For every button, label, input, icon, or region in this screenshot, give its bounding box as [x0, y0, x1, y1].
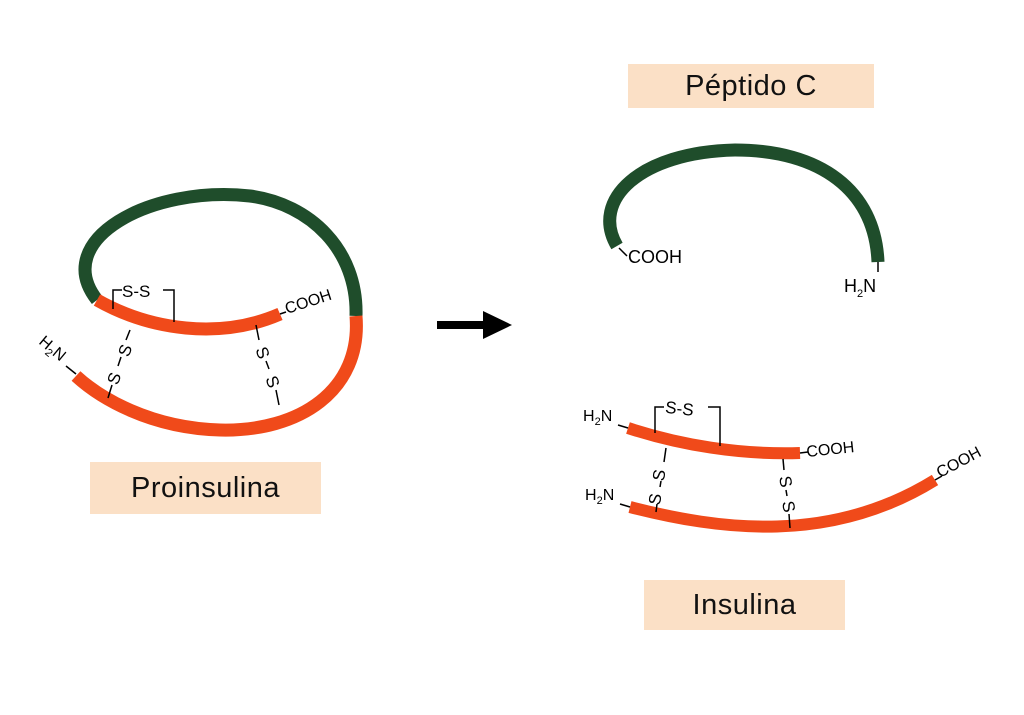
- c-peptide-chain: [603, 143, 885, 263]
- insulin-b-cooh-label: COOH: [934, 444, 984, 482]
- proinsulin-right-bond-bottom: [275, 389, 280, 406]
- proinsulin-intrachain-bracket: [112, 289, 175, 322]
- insulin-b-chain: [628, 474, 939, 533]
- svg-text:H2N: H2N: [34, 333, 69, 367]
- insulina-label: Insulina: [644, 580, 845, 630]
- insulin-b-cooh-bond: [934, 475, 943, 481]
- proinsulina-label: Proinsulina: [90, 462, 321, 514]
- proinsulin-right-s-top: S: [252, 344, 274, 361]
- proinsulin-molecule: S-S S S S S COOH H2N: [34, 188, 363, 437]
- conversion-arrow: [437, 311, 512, 339]
- c-peptide-cooh-label: COOH: [628, 247, 682, 267]
- proinsulin-left-bond-bottom: [107, 384, 113, 399]
- insulin-a-h2n-label: H2N: [583, 408, 612, 428]
- proinsulin-right-bond-mid: [265, 360, 270, 370]
- proinsulin-b-chain: [71, 315, 363, 437]
- proinsulin-left-s-top: S: [114, 342, 136, 359]
- proinsulin-intrachain-ss: S-S: [122, 282, 150, 301]
- insulin-intrachain-bracket: [654, 406, 721, 446]
- insulin-b-h2n-bond: [619, 503, 631, 508]
- proinsulin-a-chain: [93, 294, 283, 336]
- insulin-left-s-top: S: [649, 468, 670, 482]
- insulin-right-s-bottom: S: [778, 499, 799, 513]
- proinsulin-left-s-bottom: S: [103, 370, 125, 387]
- insulin-right-bond-top: [782, 458, 785, 471]
- insulin-a-h2n-bond: [617, 424, 629, 429]
- proinsulin-right-s-bottom: S: [262, 373, 284, 390]
- insulin-left-bond-bottom: [655, 503, 658, 513]
- proinsulin-c-peptide-chain: [78, 188, 363, 317]
- insulin-left-s-bottom: S: [645, 492, 666, 506]
- insulin-right-s-top: S: [775, 474, 796, 488]
- proinsulin-h2n-label: H2N: [34, 333, 69, 367]
- proinsulin-left-bond-top: [125, 329, 131, 341]
- c-peptide-molecule: COOH H2N: [603, 143, 885, 300]
- insulin-a-chain: [626, 422, 801, 460]
- insulin-b-h2n-label: H2N: [585, 487, 614, 507]
- insulin-left-bond-top: [663, 447, 667, 463]
- proinsulin-cooh-bond: [279, 311, 287, 315]
- proinsulin-h2n-bond: [65, 365, 77, 375]
- proinsulin-right-bond-top: [255, 324, 260, 341]
- insulin-a-cooh-label: COOH: [806, 439, 856, 461]
- c-peptide-cooh-bond: [618, 247, 628, 257]
- insulin-right-bond-bottom: [788, 513, 791, 529]
- c-peptide-h2n-label: H2N: [844, 276, 876, 300]
- proinsulin-left-bond-mid: [117, 356, 122, 367]
- proinsulin-cooh-label: COOH: [283, 287, 334, 318]
- peptido-c-label: Péptido C: [628, 64, 874, 108]
- insulin-a-cooh-bond: [799, 451, 809, 454]
- insulin-right-bond-mid: [785, 489, 788, 497]
- insulin-left-bond-mid: [659, 480, 662, 488]
- insulin-molecule: H2N H2N COOH COOH S-S S S S S: [583, 398, 984, 533]
- insulin-intrachain-ss: S-S: [664, 398, 694, 420]
